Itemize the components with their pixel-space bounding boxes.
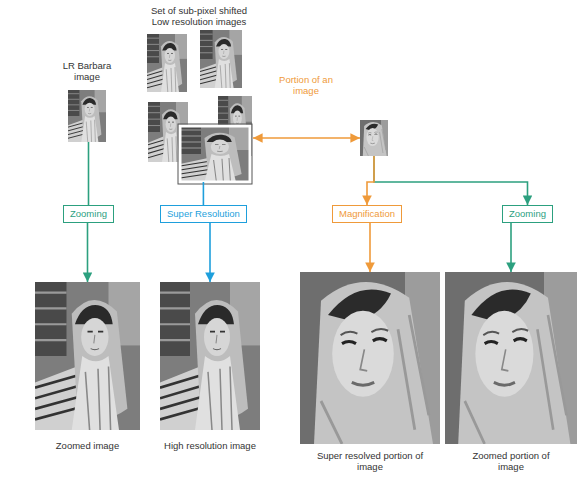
lr-image xyxy=(200,30,242,88)
image-frame: Set of sub-pixel shifted Low resolution … xyxy=(145,30,253,182)
box-label: Zooming xyxy=(509,208,546,219)
flow-arrow xyxy=(374,156,528,205)
zoomed-portion-image xyxy=(445,272,577,444)
image-caption: High resolution image xyxy=(155,440,265,451)
box-label: Zooming xyxy=(70,208,107,219)
flow-arrow xyxy=(203,182,205,205)
flow-arrow xyxy=(367,156,374,205)
zoomed-image xyxy=(35,282,140,430)
lr-image xyxy=(147,34,187,92)
image-frame: Super resolved portion of image xyxy=(300,272,440,444)
lr-image xyxy=(68,90,106,142)
lr-image xyxy=(180,126,250,182)
process-box: Zooming xyxy=(63,205,114,223)
highlight-frame xyxy=(180,126,250,182)
process-box: Magnification xyxy=(332,205,402,223)
flow-arrow xyxy=(510,223,512,272)
sr-portion-image xyxy=(300,272,440,444)
flow-arrow xyxy=(87,223,89,282)
box-label: Super Resolution xyxy=(167,208,240,219)
portion-image xyxy=(360,120,388,156)
image-caption: Set of sub-pixel shifted Low resolution … xyxy=(143,5,255,27)
image-frame: High resolution image xyxy=(160,282,260,430)
hr-image xyxy=(160,282,260,430)
process-box: Zooming xyxy=(502,205,553,223)
image-caption: Super resolved portion of image xyxy=(314,450,426,472)
image-caption: Zoomed portion of image xyxy=(466,450,556,472)
image-caption: Portion of an image xyxy=(278,74,334,96)
flow-arrow xyxy=(88,142,90,205)
image-frame: LR Barbara image xyxy=(68,90,106,142)
image-frame: Zoomed portion of image xyxy=(445,272,577,444)
image-caption: LR Barbara image xyxy=(59,60,115,82)
flow-arrow xyxy=(209,223,211,282)
process-box: Super Resolution xyxy=(160,205,247,223)
flow-arrow xyxy=(369,223,371,272)
image-frame: Zoomed image xyxy=(35,282,140,430)
flow-arrow xyxy=(253,137,360,139)
image-frame: Portion of an image xyxy=(360,120,388,156)
image-caption: Zoomed image xyxy=(35,440,140,451)
highlight-frame xyxy=(178,124,252,184)
box-label: Magnification xyxy=(339,208,395,219)
